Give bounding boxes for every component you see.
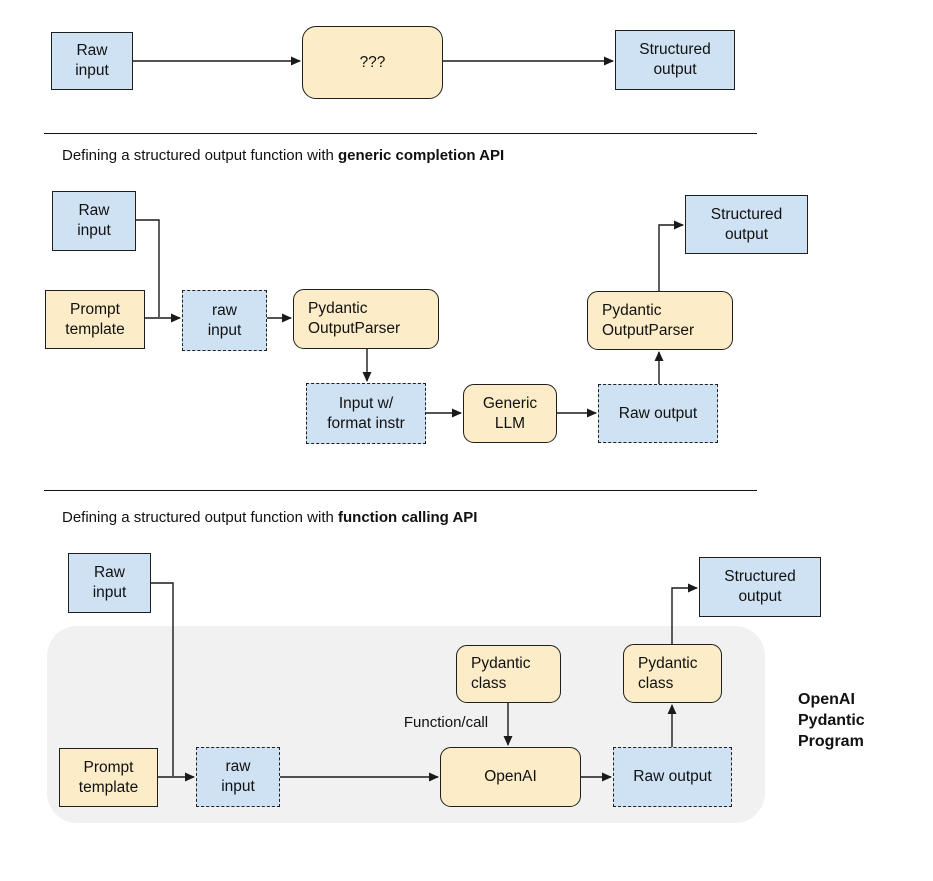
node-raw-input-top: Raw input xyxy=(51,32,133,90)
node-pydantic-output-parser-out: Pydantic OutputParser xyxy=(587,291,733,350)
heading-bold: function calling API xyxy=(338,509,478,526)
node-raw-input-variable-function: raw input xyxy=(196,747,280,807)
section-divider xyxy=(44,490,757,491)
arrow-parserout-to-structured xyxy=(658,220,684,291)
heading-prefix: Defining a structured output function wi… xyxy=(62,147,338,164)
node-mystery: ??? xyxy=(302,26,443,99)
node-pydantic-class-out: Pydantic class xyxy=(623,644,722,703)
heading-generic-completion: Defining a structured output function wi… xyxy=(62,147,504,164)
node-prompt-template-function: Prompt template xyxy=(59,748,158,807)
node-raw-input-variable-generic: raw input xyxy=(182,290,267,351)
node-raw-output-function: Raw output xyxy=(613,747,732,807)
node-pydantic-output-parser-in: Pydantic OutputParser xyxy=(293,289,439,349)
node-openai: OpenAI xyxy=(440,747,581,807)
node-generic-llm: Generic LLM xyxy=(463,384,557,443)
heading-prefix: Defining a structured output function wi… xyxy=(62,509,338,526)
heading-function-calling: Defining a structured output function wi… xyxy=(62,509,477,526)
function-call-label: Function/call xyxy=(403,714,489,731)
node-pydantic-class-in: Pydantic class xyxy=(456,645,561,703)
node-raw-input-function: Raw input xyxy=(68,553,151,613)
node-structured-output-function: Structured output xyxy=(699,557,821,617)
node-structured-output-generic: Structured output xyxy=(685,195,808,254)
node-input-with-format-instr: Input w/ format instr xyxy=(306,383,426,444)
node-raw-input-generic: Raw input xyxy=(52,191,136,251)
openai-pydantic-program-label: OpenAI Pydantic Program xyxy=(798,691,865,750)
heading-bold: generic completion API xyxy=(338,147,505,164)
node-raw-output-generic: Raw output xyxy=(598,384,718,443)
node-structured-output-top: Structured output xyxy=(615,30,735,90)
section-divider xyxy=(44,133,757,134)
node-prompt-template-generic: Prompt template xyxy=(45,290,145,349)
